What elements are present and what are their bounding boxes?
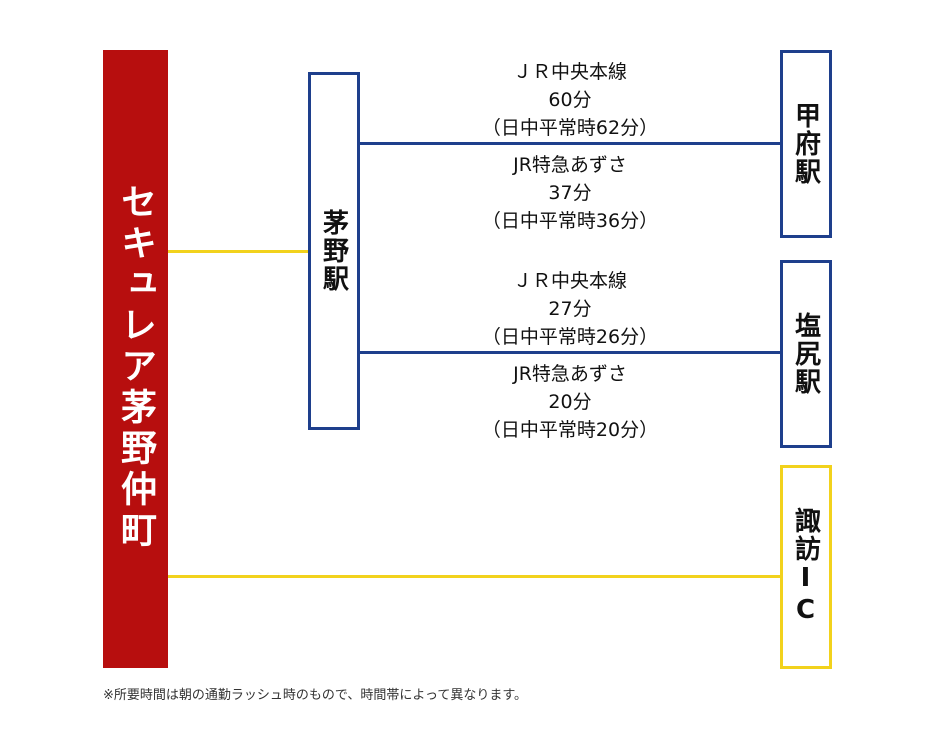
route-line-name: JR特急あずさ	[513, 154, 627, 176]
route-daytime: （日中平常時36分）	[481, 210, 659, 232]
route-time: 37分	[548, 182, 592, 204]
route-time: 27分	[548, 298, 592, 320]
origin-to-suwa-ic-line	[168, 575, 780, 578]
route-daytime: （日中平常時26分）	[481, 326, 659, 348]
chino-station-box: 茅野駅	[308, 72, 360, 430]
route-kofu-chuo: ＪＲ中央本線 60分 （日中平常時62分）	[390, 58, 750, 142]
route-line-name: ＪＲ中央本線	[512, 61, 627, 83]
origin-box: セキュレア茅野仲町	[103, 50, 168, 668]
origin-label: セキュレア茅野仲町	[115, 183, 156, 552]
chino-station-label: 茅野駅	[318, 209, 349, 293]
chino-to-shiojiri-line	[359, 351, 780, 354]
route-shiojiri-azusa: JR特急あずさ 20分 （日中平常時20分）	[390, 360, 750, 444]
kofu-station-label: 甲府駅	[790, 102, 821, 186]
route-daytime: （日中平常時20分）	[481, 419, 659, 441]
footnote: ※所要時間は朝の通勤ラッシュ時のもので、時間帯によって異なります。	[103, 688, 528, 703]
route-line-name: ＪＲ中央本線	[512, 270, 627, 292]
chino-to-kofu-line	[359, 142, 780, 145]
origin-to-chino-line	[168, 250, 308, 253]
route-daytime: （日中平常時62分）	[481, 117, 659, 139]
route-kofu-azusa: JR特急あずさ 37分 （日中平常時36分）	[390, 151, 750, 235]
route-time: 60分	[548, 89, 592, 111]
shiojiri-station-box: 塩尻駅	[780, 260, 832, 448]
route-time: 20分	[548, 391, 592, 413]
suwa-ic-label: 諏訪IC	[790, 507, 821, 627]
kofu-station-box: 甲府駅	[780, 50, 832, 238]
route-shiojiri-chuo: ＪＲ中央本線 27分 （日中平常時26分）	[390, 267, 750, 351]
route-line-name: JR特急あずさ	[513, 363, 627, 385]
shiojiri-station-label: 塩尻駅	[790, 312, 821, 396]
suwa-ic-box: 諏訪IC	[780, 465, 832, 669]
